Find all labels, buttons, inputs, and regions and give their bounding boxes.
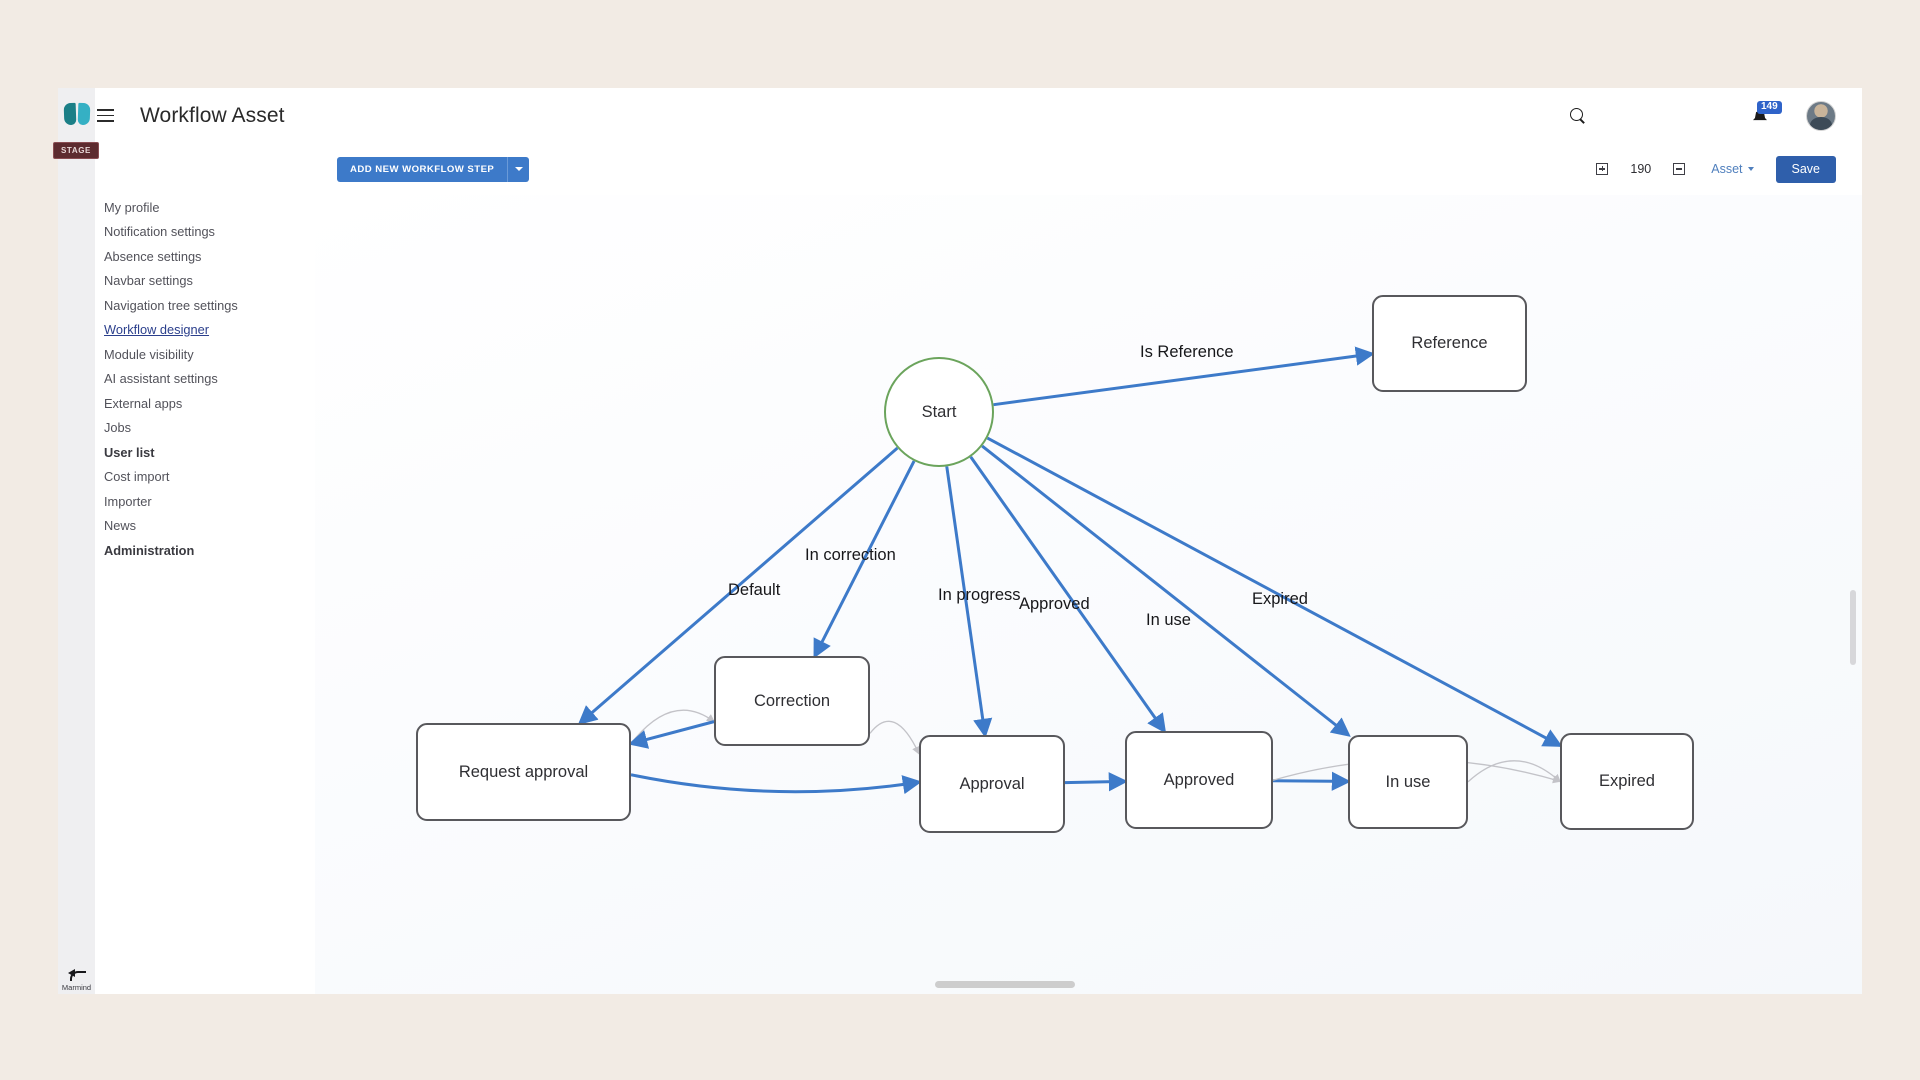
workflow-edge-approved-to-inuse[interactable]: [1272, 771, 1351, 791]
canvas-toolbar: ADD NEW WORKFLOW STEP 190 Asset Save: [315, 143, 1862, 195]
workflow-node-label: In use: [1385, 772, 1431, 791]
workflow-edge-correction-to-request[interactable]: [628, 720, 715, 749]
add-step-dropdown-button[interactable]: [507, 156, 530, 182]
rail-bottom-label: Marmind: [61, 982, 92, 992]
workflow-edge-request-to-correction[interactable]: [630, 709, 716, 744]
sidebar-item-absence-settings[interactable]: Absence settings: [58, 244, 315, 269]
sidebar-item-notification-settings[interactable]: Notification settings: [58, 220, 315, 245]
bell-icon: [1753, 110, 1767, 121]
sidebar-item-cost-import[interactable]: Cost import: [58, 465, 315, 490]
workflow-node-correction[interactable]: Correction: [714, 656, 870, 746]
sidebar-item-workflow-designer[interactable]: Workflow designer: [58, 318, 315, 343]
workflow-designer-panel: ADD NEW WORKFLOW STEP 190 Asset Save: [315, 143, 1862, 994]
sidebar-item-module-visibility[interactable]: Module visibility: [58, 342, 315, 367]
chevron-down-icon: [1747, 167, 1754, 171]
workflow-node-start[interactable]: Start: [884, 357, 994, 467]
sidebar-item-label: External apps: [104, 395, 183, 411]
workflow-node-inuse[interactable]: In use: [1348, 735, 1468, 829]
notification-badge: 149: [1757, 100, 1782, 114]
top-bar: Workflow Asset 149: [58, 88, 1862, 143]
avatar[interactable]: [1806, 100, 1836, 131]
horizontal-scrollbar-thumb[interactable]: [935, 981, 1075, 988]
workflow-edge-start-to-reference[interactable]: [993, 346, 1375, 407]
workflow-edge-start-to-approved[interactable]: [969, 456, 1167, 734]
sidebar-item-label: Notification settings: [104, 224, 215, 240]
zoom-in-icon[interactable]: [1596, 163, 1609, 175]
asset-selector-label: Asset: [1711, 162, 1743, 176]
workflow-edges: [577, 346, 1563, 795]
sidebar-item-my-profile[interactable]: My profile: [58, 195, 315, 220]
workflow-edge-start-to-expired[interactable]: [986, 436, 1563, 747]
page-title: Workflow Asset: [140, 103, 285, 127]
asset-selector[interactable]: Asset: [1711, 162, 1754, 176]
workflow-node-request[interactable]: Request approval: [416, 723, 631, 821]
workflow-edge-start-to-request[interactable]: [577, 446, 899, 725]
app-logo[interactable]: [58, 92, 95, 136]
sidebar-item-navigation-tree-settings[interactable]: Navigation tree settings: [58, 293, 315, 318]
sidebar-item-label: AI assistant settings: [104, 371, 218, 387]
search-button[interactable]: [1556, 94, 1600, 138]
sidebar-item-importer[interactable]: Importer: [58, 489, 315, 514]
sidebar-item-external-apps[interactable]: External apps: [58, 391, 315, 416]
sidebar-item-label: Navigation tree settings: [104, 297, 238, 313]
workflow-node-approval[interactable]: Approval: [919, 735, 1065, 833]
sidebar-item-jobs[interactable]: Jobs: [58, 416, 315, 441]
sidebar-item-label: Module visibility: [104, 346, 194, 362]
sidebar-item-label: Importer: [104, 493, 152, 509]
workflow-node-label: Correction: [753, 691, 831, 710]
hamburger-icon[interactable]: [88, 99, 122, 133]
sidebar-item-administration[interactable]: Administration: [58, 538, 315, 563]
workflow-node-label: Start: [921, 402, 957, 421]
add-new-workflow-step-button[interactable]: ADD NEW WORKFLOW STEP: [337, 156, 508, 182]
stage-badge: STAGE: [53, 142, 99, 159]
workflow-edge-start-to-inuse[interactable]: [981, 444, 1351, 737]
marmind-leaf-icon: [63, 102, 90, 126]
top-bar-actions: 149: [1556, 94, 1836, 138]
workflow-node-label: Expired: [1599, 772, 1655, 790]
back-arrow-icon: [67, 968, 86, 981]
workflow-edge-start-to-approval[interactable]: [945, 466, 993, 738]
back-to-marmind-button[interactable]: Marmind: [58, 965, 95, 995]
zoom-level: 190: [1630, 162, 1652, 176]
sidebar-item-label: Administration: [104, 542, 195, 558]
sidebar-item-label: News: [104, 518, 136, 534]
vertical-scrollbar-thumb[interactable]: [1850, 590, 1856, 665]
sidebar-item-label: Cost import: [104, 469, 170, 485]
chevron-down-icon: [514, 167, 523, 171]
sidebar-item-label: Jobs: [104, 420, 132, 436]
workflow-node-label: Approval: [959, 774, 1025, 793]
left-rail: [58, 88, 95, 994]
workflow-node-label: Approved: [1163, 770, 1235, 789]
sidebar-item-label: User list: [104, 444, 155, 460]
zoom-out-icon[interactable]: [1673, 163, 1686, 175]
sidebar-item-user-list[interactable]: User list: [58, 440, 315, 465]
workflow-edge-start-to-correction[interactable]: [813, 460, 916, 659]
sidebar-item-label: Navbar settings: [104, 273, 193, 289]
horizontal-scrollbar[interactable]: [315, 977, 1862, 991]
vertical-scrollbar[interactable]: [1847, 195, 1859, 994]
workflow-node-label: Reference: [1411, 334, 1488, 352]
workflow-node-label: Request approval: [458, 762, 589, 781]
sidebar-item-label: Absence settings: [104, 248, 202, 264]
sidebar-item-navbar-settings[interactable]: Navbar settings: [58, 269, 315, 294]
search-icon: [1570, 107, 1586, 124]
sidebar-item-news[interactable]: News: [58, 514, 315, 539]
workflow-edge-correction-to-approval[interactable]: [869, 720, 920, 755]
workflow-edge-inuse-to-expired[interactable]: [1467, 760, 1561, 783]
workflow-node-reference[interactable]: Reference: [1372, 295, 1527, 392]
workflow-node-approved[interactable]: Approved: [1125, 731, 1273, 829]
sidebar-item-ai-assistant-settings[interactable]: AI assistant settings: [58, 367, 315, 392]
workflow-node-expired[interactable]: Expired: [1560, 733, 1694, 830]
workflow-edge-request-to-approval[interactable]: [630, 773, 922, 795]
sidebar-item-label: Workflow designer: [104, 322, 210, 338]
canvas-toolbar-right: 190 Asset Save: [1596, 155, 1836, 183]
sidebar-item-label: My profile: [104, 199, 160, 215]
save-button[interactable]: Save: [1775, 155, 1836, 183]
notifications-button[interactable]: 149: [1750, 100, 1782, 129]
workflow-edge-approval-to-approved[interactable]: [1064, 772, 1128, 792]
